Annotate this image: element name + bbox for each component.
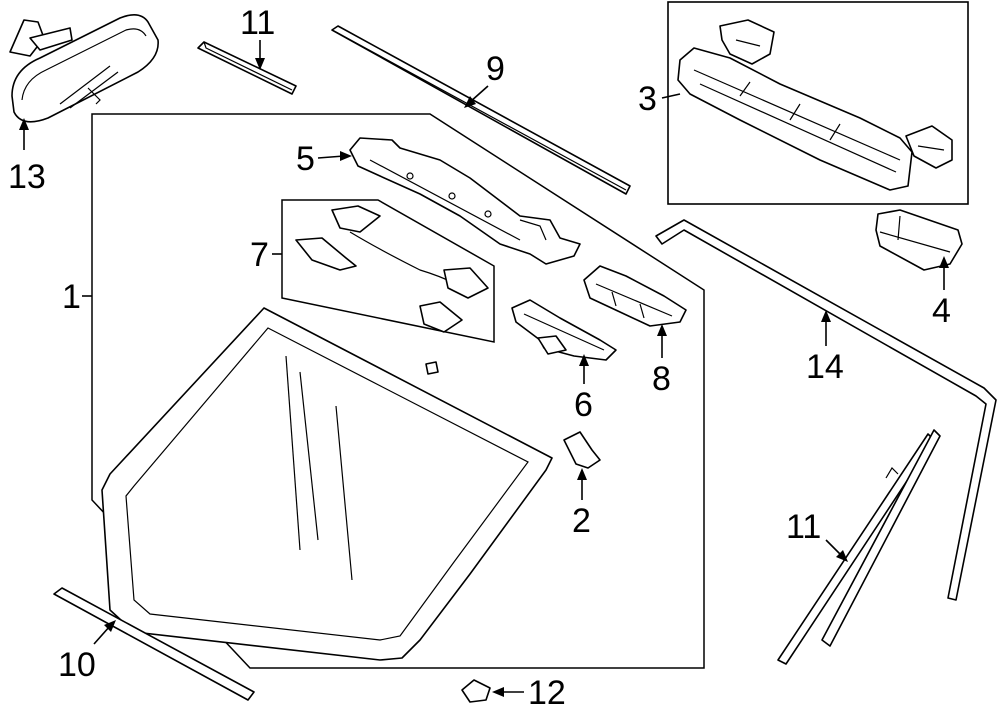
callout-14: 14 bbox=[806, 348, 844, 386]
sensor-kit-box bbox=[281, 199, 495, 343]
side-moulding[interactable] bbox=[655, 219, 997, 601]
moulding-strip-top[interactable] bbox=[197, 41, 297, 95]
retaining-clip[interactable] bbox=[461, 679, 491, 703]
callout-13: 13 bbox=[8, 158, 46, 196]
callout-1: 1 bbox=[62, 278, 81, 316]
callout-12: 12 bbox=[528, 674, 566, 712]
windshield-outline bbox=[91, 113, 705, 669]
sensor-cover[interactable] bbox=[563, 431, 601, 469]
callout-6: 6 bbox=[574, 386, 593, 424]
callout-3: 3 bbox=[638, 80, 657, 118]
windshield-glass[interactable] bbox=[101, 307, 553, 661]
roof-moulding[interactable] bbox=[331, 25, 631, 195]
sensor-kit[interactable] bbox=[295, 205, 489, 333]
callout-10: 10 bbox=[58, 646, 96, 684]
mounting-bracket-assembly[interactable] bbox=[677, 19, 953, 191]
callout-2: 2 bbox=[572, 502, 591, 540]
lower-bracket[interactable] bbox=[511, 299, 617, 361]
sensor-module[interactable] bbox=[875, 209, 963, 271]
callout-7: 7 bbox=[250, 236, 269, 274]
callout-4: 4 bbox=[932, 292, 951, 330]
lower-moulding[interactable] bbox=[53, 587, 255, 701]
callout-11-right: 11 bbox=[786, 508, 821, 546]
callout-9: 9 bbox=[486, 50, 505, 88]
leader-arrows bbox=[19, 40, 949, 697]
pillar-moulding[interactable] bbox=[777, 429, 941, 665]
callout-8: 8 bbox=[652, 360, 671, 398]
upper-bracket[interactable] bbox=[349, 137, 581, 265]
bracket-box bbox=[667, 1, 969, 205]
callout-11-top: 11 bbox=[240, 4, 275, 42]
callout-5: 5 bbox=[296, 140, 315, 178]
right-bracket[interactable] bbox=[583, 265, 687, 327]
rear-view-mirror[interactable] bbox=[9, 14, 159, 123]
